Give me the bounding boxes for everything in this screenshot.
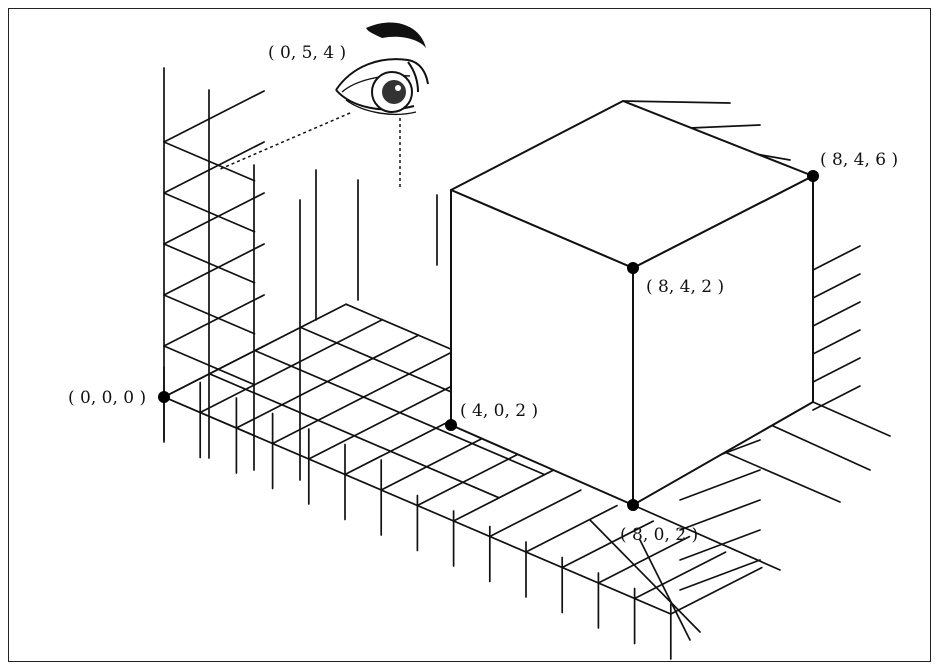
wall-line-depth <box>163 90 265 143</box>
floor-line-depth <box>633 551 727 600</box>
sight-lines <box>217 112 401 190</box>
points <box>158 170 819 511</box>
label-8-4-2: ( 8, 4, 2 ) <box>646 277 724 297</box>
right-floor-line <box>759 419 871 471</box>
point-4-0-2 <box>445 419 457 431</box>
label-4-0-2: ( 4, 0, 2 ) <box>460 401 538 421</box>
floor-line-depth <box>199 318 384 414</box>
right-floor-tick <box>679 469 761 501</box>
floor-line-depth <box>669 566 763 615</box>
right-floor-tick <box>679 529 761 561</box>
floor-line-depth <box>525 504 618 553</box>
label-8-4-6: ( 8, 4, 6 ) <box>820 150 898 170</box>
right-floor-line <box>639 539 691 641</box>
right-floor-tick <box>679 499 761 531</box>
right-tick <box>812 273 861 299</box>
point-8-4-2 <box>627 262 639 274</box>
diagram-frame <box>8 8 931 662</box>
right-top-line <box>622 100 731 104</box>
right-tick <box>812 245 861 271</box>
floor-line-depth <box>561 520 655 569</box>
right-floor-line <box>589 519 701 633</box>
wall-line-depth <box>163 243 265 296</box>
floor-line-depth <box>488 489 582 538</box>
wall-line-depth <box>163 294 265 347</box>
floor-line-depth <box>271 349 456 445</box>
eye-icon <box>335 22 429 115</box>
wall-line-depth <box>163 141 265 194</box>
label-eye: ( 0, 5, 4 ) <box>268 43 346 63</box>
right-floor-tick <box>679 559 761 591</box>
sight-line-left <box>217 112 351 171</box>
point-8-4-6 <box>807 170 819 182</box>
floor-line-depth <box>235 334 420 429</box>
point-origin <box>158 391 170 403</box>
point-8-0-2 <box>627 499 639 511</box>
right-top-line <box>689 124 761 129</box>
right-side-grid <box>589 100 891 641</box>
floor-line-depth <box>597 535 691 584</box>
right-tick <box>812 301 861 327</box>
right-floor-line <box>632 504 781 571</box>
right-floor-line <box>812 401 891 437</box>
label-8-0-2: ( 8, 0, 2 ) <box>620 525 698 545</box>
floor-line-depth <box>163 303 347 398</box>
right-tick <box>812 357 861 383</box>
label-origin: ( 0, 0, 0 ) <box>68 388 146 408</box>
cube <box>450 100 814 506</box>
left-wall-grid <box>163 67 438 481</box>
cube-right-face <box>632 175 814 506</box>
right-floor-line <box>719 449 841 503</box>
right-tick <box>812 329 861 355</box>
wall-line-depth <box>163 192 265 245</box>
right-tick <box>812 385 861 411</box>
